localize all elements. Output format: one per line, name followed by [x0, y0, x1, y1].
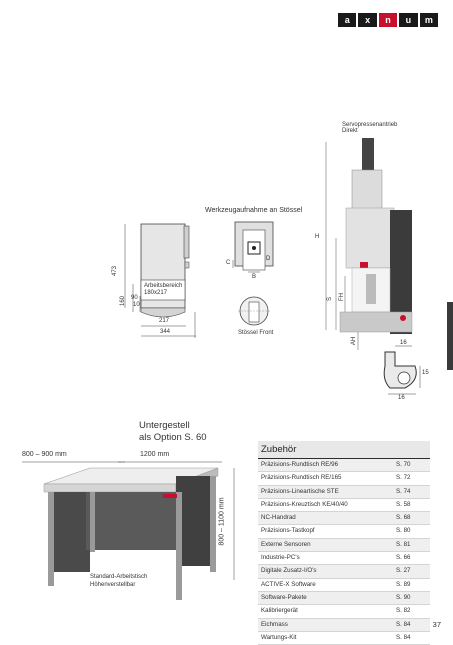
accessory-page: S. 72: [396, 474, 411, 482]
accessory-page: S. 58: [396, 500, 411, 508]
logo-letter: x: [358, 13, 377, 27]
stand-caption-line2: Höhenverstellbar: [90, 582, 136, 588]
work-table-illustration: [22, 461, 235, 600]
page-number: 37: [432, 620, 441, 629]
dim-473-label: 473: [112, 265, 119, 277]
tool-mount-title: Werkzeugaufnahme an Stössel: [205, 207, 303, 214]
work-area-line2: 180x217: [144, 290, 168, 296]
accessory-row: Software-Pakete S. 90: [258, 591, 430, 606]
accessory-row: Kalibriergerät S. 82: [258, 605, 430, 619]
stand-title-line2: als Option S. 60: [139, 432, 207, 443]
accessory-name: Präzisions-Rundtisch RE/96: [261, 461, 339, 468]
logo-letter: m: [419, 13, 439, 27]
dim-217-label: 217: [159, 318, 170, 324]
accessory-row: Präzisions-Rundtisch RE/96 S. 70: [258, 459, 430, 473]
accessory-row: Eichmass S. 84: [258, 618, 430, 632]
work-area-label: Arbeitsbereich 180x217: [144, 283, 182, 297]
stand-depth-label: 1200 mm: [140, 451, 170, 458]
drive-label: Servopressenantrieb Direkt: [342, 122, 397, 134]
slot-detail-drawing: [383, 345, 421, 395]
accessory-name: Kalibriergerät: [261, 607, 298, 615]
dim-160-label: 160: [120, 295, 127, 307]
stoessel-front-label: Stössel Front: [238, 330, 274, 336]
work-area-line1: Arbeitsbereich: [144, 283, 183, 289]
accessory-name: Eichmass: [261, 620, 288, 628]
stand-title: Untergestell als Option S. 60: [139, 420, 207, 444]
stand-width-label: 800 – 900 mm: [22, 451, 67, 458]
dim-fh-label: FH: [339, 293, 345, 301]
accessories-heading: Zubehör: [258, 441, 430, 459]
accessory-name: Externe Sensoren: [261, 540, 311, 548]
accessory-page: S. 90: [396, 593, 411, 601]
accessory-row: Präzisions-Rundtisch RE/165 S. 72: [258, 472, 430, 486]
dim-344-label: 344: [160, 329, 171, 335]
drive-label-line1: Servopressenantrieb: [342, 122, 398, 128]
chapter-tab: [447, 302, 453, 370]
stand-caption-line1: Standard-Arbeitstisch: [90, 574, 148, 580]
accessory-row: NC-Handrad S. 68: [258, 512, 430, 526]
logo-letter: n: [378, 13, 398, 27]
accessory-row: ACTIVE-X Software S. 89: [258, 579, 430, 592]
dim-10-label: 10: [133, 302, 140, 308]
accessory-name: Präzisions-Lineartische STE: [261, 487, 339, 495]
accessory-row: Digitale Zusatz-I/O's S. 27: [258, 565, 430, 579]
accessory-row: Wartungs-Kit S. 84: [258, 632, 430, 645]
stand-caption: Standard-Arbeitstisch Höhenverstellbar: [90, 573, 147, 589]
accessory-name: ACTIVE-X Software: [261, 580, 316, 588]
accessory-row: Externe Sensoren S. 81: [258, 538, 430, 553]
dim-16a-label: 16: [400, 340, 407, 346]
accessory-page: S. 68: [396, 514, 411, 522]
accessory-name: NC-Handrad: [261, 514, 296, 522]
dim-16b-label: 16: [398, 395, 405, 401]
logo-letter: u: [399, 13, 418, 27]
accessory-name: Industrie-PC's: [261, 554, 300, 562]
accessory-row: Präzisions-Tastkopf S. 80: [258, 525, 430, 539]
accessory-row: Industrie-PC's S. 66: [258, 552, 430, 566]
dim-c-label: C: [226, 260, 231, 266]
accessory-page: S. 27: [396, 567, 411, 575]
accessory-page: S. 80: [396, 527, 411, 535]
side-view-drawing: [124, 223, 196, 338]
stand-height-label: 800 – 1100 mm: [218, 497, 226, 546]
accessory-row: Präzisions-Lineartische STE S. 74: [258, 485, 430, 499]
accessory-name: Präzisions-Kreuztisch KE/40/40: [261, 500, 348, 508]
accessory-row: Präzisions-Kreuztisch KE/40/40 S. 58: [258, 499, 430, 513]
dim-15-label: 15: [422, 370, 429, 376]
accessory-page: S. 84: [396, 633, 411, 641]
accessory-page: S. 74: [396, 487, 411, 495]
press-machine-illustration: [325, 138, 413, 350]
drive-label-line2: Direkt: [342, 128, 358, 134]
dim-d-label: D: [266, 256, 271, 262]
brand-logo: a x n u m: [338, 13, 439, 27]
dim-b-label: B: [252, 274, 257, 280]
tool-mount-drawing: [232, 221, 274, 326]
accessory-page: S. 82: [396, 607, 411, 615]
accessory-page: S. 70: [396, 461, 411, 468]
dim-s-label: S: [327, 296, 334, 302]
accessory-name: Wartungs-Kit: [261, 633, 297, 641]
accessory-name: Digitale Zusatz-I/O's: [261, 567, 317, 575]
accessory-page: S. 84: [396, 620, 411, 628]
accessory-page: S. 89: [396, 580, 411, 588]
dim-ah-label: AH: [351, 336, 358, 346]
logo-letter: a: [338, 13, 357, 27]
stand-title-line1: Untergestell: [139, 420, 190, 431]
dim-90-label: 90: [131, 295, 138, 301]
accessory-name: Präzisions-Rundtisch RE/165: [261, 474, 342, 482]
accessory-page: S. 81: [396, 540, 411, 548]
accessory-page: S. 66: [396, 554, 411, 562]
dim-h-label: H: [315, 234, 320, 240]
accessory-name: Software-Pakete: [261, 593, 307, 601]
accessory-name: Präzisions-Tastkopf: [261, 527, 315, 535]
